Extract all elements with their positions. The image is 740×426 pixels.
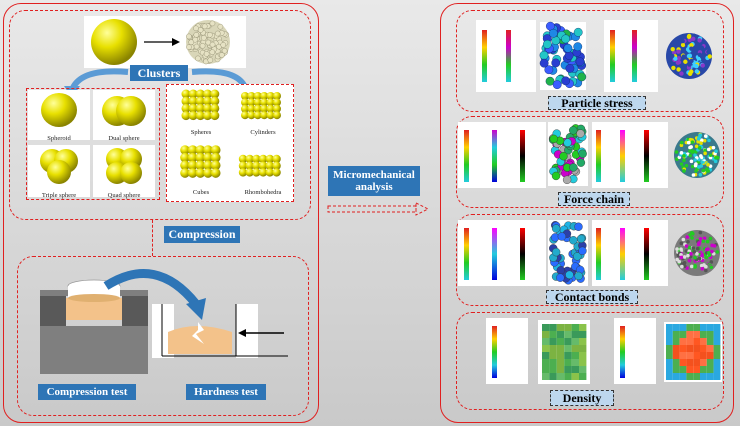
compression-graphic <box>40 269 288 374</box>
shape-quad-card: Quad sphere <box>93 145 155 199</box>
density-label: Density <box>550 390 614 406</box>
particle-stress-panel-2 <box>604 20 658 92</box>
hardness-test-label: Hardness test <box>186 384 266 400</box>
contact-bonds-panel-2 <box>592 220 668 286</box>
contact-bonds-section <box>456 214 724 306</box>
clusters-section <box>9 10 311 220</box>
force-chain-cluster-1 <box>548 122 588 186</box>
particle-rhombohedra-caption: Rhombohedra <box>244 189 282 196</box>
force-chain-panel-2 <box>592 122 668 188</box>
shapes-box <box>26 88 160 200</box>
density-legend-1 <box>486 318 528 384</box>
shape-triple-card: Triple sphere <box>28 145 90 199</box>
particle-spheres-caption: Spheres <box>190 129 212 136</box>
density-legend-2 <box>614 318 656 384</box>
shape-triple-caption: Triple sphere <box>41 192 77 199</box>
density-map-1 <box>538 320 590 384</box>
density-section <box>456 312 724 410</box>
particle-cylinders-caption: Cylinders <box>250 129 276 136</box>
density-map-2 <box>664 322 722 382</box>
particles-box: Spheres Cylinders Cubes Rhombohedra <box>166 84 294 202</box>
contact-bonds-label: Contact bonds <box>546 290 638 304</box>
shape-spheroid-card: Spheroid <box>28 90 90 142</box>
shape-dual-card: Dual sphere <box>93 90 155 142</box>
right-panel <box>440 3 734 423</box>
contact-bonds-panel-1 <box>458 220 546 286</box>
contact-bonds-cluster-1 <box>548 220 588 286</box>
contact-bonds-disc <box>674 230 720 276</box>
particle-clusters-graphic <box>180 89 281 178</box>
force-chain-section <box>456 116 724 208</box>
particle-stress-panel-1 <box>476 20 536 92</box>
connector-dashed <box>152 220 153 256</box>
particle-stress-label: Particle stress <box>548 96 646 110</box>
shape-spheroid-caption: Spheroid <box>47 135 71 142</box>
compression-label: Compression <box>164 226 240 243</box>
cluster-image-strip <box>84 16 246 68</box>
force-chain-panel-1 <box>458 122 546 188</box>
particle-stress-disc <box>666 33 712 79</box>
shape-quad-caption: Quad sphere <box>107 192 141 199</box>
compression-section <box>17 256 309 416</box>
force-chain-disc <box>674 132 720 178</box>
compression-test-label: Compression test <box>38 384 136 400</box>
left-panel <box>3 3 319 423</box>
clusters-label: Clusters <box>130 65 188 81</box>
sphere-to-cluster-graphic <box>91 19 230 65</box>
shape-dual-caption: Dual sphere <box>108 135 140 142</box>
particle-cubes-caption: Cubes <box>192 189 210 196</box>
particle-stress-cluster-1 <box>539 21 587 90</box>
force-chain-label: Force chain <box>558 192 630 206</box>
particle-stress-section <box>456 10 724 112</box>
analysis-arrow <box>327 202 430 216</box>
micromechanical-label: Micromechanical analysis <box>328 166 420 196</box>
